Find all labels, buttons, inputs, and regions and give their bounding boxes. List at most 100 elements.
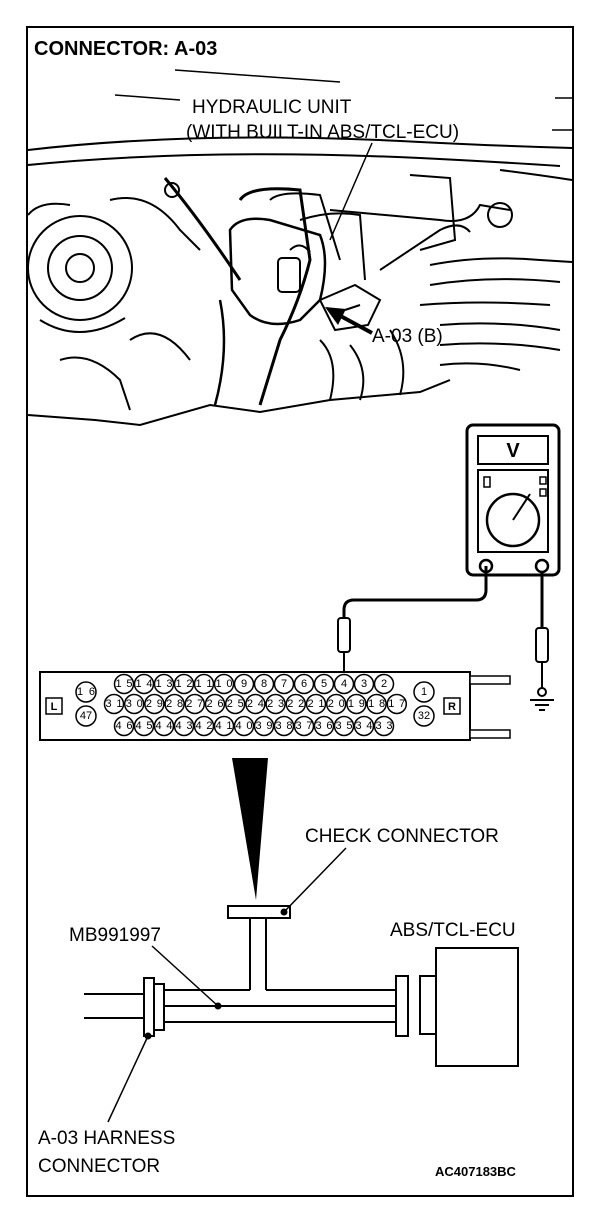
side-label-right: R [448, 701, 456, 713]
pin-28-circle [164, 693, 185, 715]
pin-20-circle [325, 693, 347, 715]
pin-32-circle [413, 705, 435, 727]
pin-33-circle [373, 715, 395, 737]
figure-code: AC407183BC [435, 1164, 517, 1179]
voltmeter: V [465, 423, 561, 577]
pin-4-circle [333, 673, 355, 695]
pin-13-circle [153, 673, 175, 695]
pin-36-circle [313, 715, 335, 737]
pin-5-label: 5 [321, 678, 327, 690]
pin-22-circle [285, 693, 307, 715]
harness-assembly [84, 905, 519, 1067]
pin-12-circle [173, 673, 195, 695]
pin-3-label: 3 [361, 678, 367, 690]
pin-6-circle [293, 673, 315, 695]
hydraulic-unit-leader [329, 142, 373, 241]
probe-tip-positive [337, 617, 351, 653]
pin-5-circle [313, 673, 335, 695]
pin-11-circle [193, 673, 215, 695]
harness-connector-label-line1: A-03 HARNESS [38, 1128, 175, 1149]
probe-tip-negative [535, 627, 549, 663]
pin-9-circle [233, 673, 255, 695]
pin-26-circle [204, 693, 226, 715]
pin-4-label: 4 [341, 678, 347, 690]
pin-35-circle [333, 715, 355, 737]
pin-44-circle [153, 715, 175, 737]
pin-15-circle [113, 673, 135, 695]
pin-7-circle [273, 673, 295, 695]
meter-display-value: V [506, 440, 520, 462]
pin-17-circle [386, 693, 408, 715]
pin-30-circle [123, 693, 145, 715]
pin-47-label: 47 [80, 710, 92, 722]
pin-9-label: 9 [241, 678, 247, 690]
engine-bay-illustration [27, 69, 573, 427]
pin-14-circle [133, 673, 155, 695]
diagram-title: CONNECTOR: A-03 [34, 38, 217, 60]
pin-6-label: 6 [301, 678, 307, 690]
side-label-left: L [51, 701, 58, 713]
meter-display [477, 435, 549, 465]
side-marker-left [45, 697, 63, 715]
pin-1-circle [413, 681, 435, 703]
pin-8-label: 8 [261, 678, 267, 690]
hydraulic-unit-label-line2: (WITH BUILT-IN ABS/TCL-ECU) [186, 122, 459, 143]
tool-number-leader [151, 945, 219, 1007]
ground-symbol [530, 687, 554, 711]
hydraulic-unit-label-line1: HYDRAULIC UNIT [192, 97, 352, 118]
callout-arrow-head [325, 307, 346, 325]
pin-39-circle [253, 715, 275, 737]
pin-7-label: 7 [281, 678, 287, 690]
pin-42-circle [193, 715, 215, 737]
tool-connector-right [395, 975, 409, 1037]
harness-connector-block [143, 977, 155, 1037]
pin-19-circle [346, 693, 367, 715]
pin-8-circle [253, 673, 275, 695]
check-connector-leader [283, 847, 347, 913]
pin-29-circle [144, 693, 165, 715]
check-connector-body [227, 905, 291, 919]
pin-32-label: 32 [418, 710, 430, 722]
pin-34-circle [353, 715, 375, 737]
pin-1-label: 1 [421, 686, 427, 698]
pin-column-right: 1 32 [413, 681, 435, 727]
pin-47-circle [75, 705, 97, 727]
pin-25-circle [224, 693, 246, 715]
probe-lead-positive [342, 566, 488, 618]
pin-38-circle [273, 715, 295, 737]
harness-connector-label-line2: CONNECTOR [38, 1156, 160, 1177]
pin-43-circle [173, 715, 195, 737]
pin-16-circle [75, 681, 97, 703]
check-connector-label: CHECK CONNECTOR [305, 826, 499, 847]
pin-3-circle [353, 673, 375, 695]
pin-46-circle [113, 715, 135, 737]
pin-23-circle [265, 693, 286, 715]
ecu-label: ABS/TCL-ECU [390, 920, 516, 941]
ecu-body [435, 947, 519, 1067]
meter-terminal-negative [534, 558, 550, 574]
pin-2-label: 2 [381, 678, 387, 690]
pin-2-circle [373, 673, 395, 695]
side-marker-right [443, 697, 461, 715]
pin-24-circle [245, 693, 266, 715]
pin-37-circle [293, 715, 315, 737]
pin-45-circle [133, 715, 155, 737]
pin-31-circle [103, 693, 125, 715]
pin-10-circle [213, 673, 235, 695]
pin-40-circle [233, 715, 255, 737]
tool-number-label: MB991997 [69, 925, 161, 946]
figure-border [26, 26, 574, 1197]
pin-27-circle [184, 693, 206, 715]
connector-callout-label: A-03 (B) [372, 326, 443, 347]
pin-18-circle [366, 693, 387, 715]
pin-41-circle [213, 715, 235, 737]
harness-connector-leader [107, 1035, 149, 1123]
pointer-wedge [232, 758, 268, 900]
pin-21-circle [305, 693, 327, 715]
